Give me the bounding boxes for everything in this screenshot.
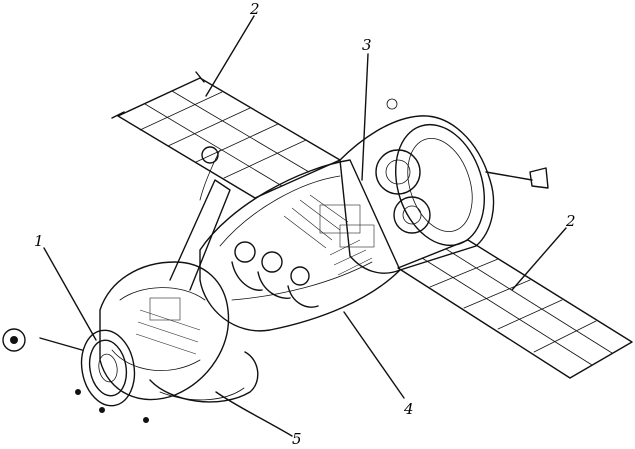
callout-3: 3	[362, 36, 372, 54]
callout-2-lower: 2	[565, 212, 576, 230]
callout-5: 5	[292, 430, 302, 448]
callout-2-upper: 2	[249, 0, 260, 18]
spacecraft-body	[99, 115, 495, 403]
solar-panel-upper-left	[111, 71, 341, 199]
solar-panel-lower-right	[397, 239, 633, 379]
docking-hatch	[2, 328, 149, 423]
rear-antenna	[386, 98, 549, 189]
callout-leaders	[43, 15, 567, 437]
callout-1: 1	[34, 232, 44, 250]
crew-seats	[231, 241, 319, 308]
callout-4: 4	[403, 400, 414, 418]
